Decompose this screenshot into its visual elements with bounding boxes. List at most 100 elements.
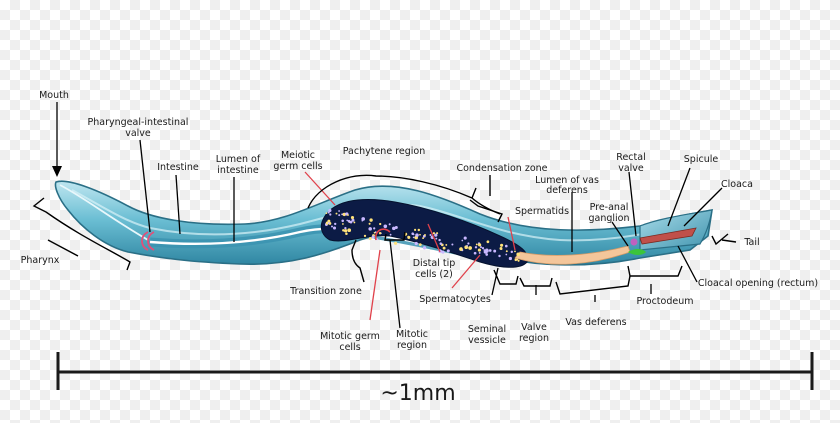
meiotic-pointer: [304, 171, 336, 206]
germ-cell-dot: [478, 243, 482, 247]
germ-cell-dot: [475, 243, 478, 246]
germ-cell-dot: [349, 220, 353, 224]
label-cloacal-opening: Cloacal opening (rectum): [698, 278, 818, 289]
germ-cell-dot: [483, 249, 486, 251]
germ-cell-dot: [500, 243, 504, 247]
label-pachytene: Pachytene region: [343, 146, 426, 157]
germ-cell-dot: [353, 221, 356, 224]
label-mitotic-region-1: Mitotic: [396, 329, 428, 340]
germ-cell-dot: [473, 251, 477, 255]
label-lumen-intestine-2: intestine: [217, 165, 259, 176]
germ-cell-dot: [368, 227, 372, 231]
germ-cell-dot: [441, 250, 445, 254]
germ-cell-dot: [327, 211, 330, 214]
germ-cell-dot: [369, 218, 373, 222]
label-pharynx: Pharynx: [21, 255, 60, 266]
germ-cell-dot: [477, 248, 481, 252]
scale-label: ~1mm: [380, 381, 455, 406]
germ-cell-dot: [432, 232, 436, 235]
label-valve-2: region: [519, 333, 549, 344]
condensation-bracket: [469, 199, 503, 223]
germ-cell-dot: [388, 223, 391, 226]
germ-cell-dot: [346, 219, 349, 222]
germ-cell-dot: [328, 208, 332, 213]
label-cloaca: Cloaca: [721, 179, 753, 190]
germ-cell-dot: [505, 253, 508, 256]
germ-cell-dot: [424, 234, 426, 236]
label-preanal-2: ganglion: [588, 213, 629, 224]
germ-cell-dot: [414, 241, 418, 246]
germ-cell-dot: [345, 232, 348, 236]
label-mouth: Mouth: [39, 90, 69, 101]
mitotic-germ-pointer: [369, 249, 381, 321]
germ-cell-dot: [371, 235, 375, 239]
label-intestine: Intestine: [157, 162, 199, 173]
label-lumen-vd-1: Lumen of vas: [535, 175, 599, 186]
germ-cell-dot: [484, 248, 489, 253]
label-mitotic-region-2: region: [397, 340, 427, 351]
germ-cell-dot: [412, 236, 415, 239]
germ-cell-dot: [468, 246, 472, 250]
rectal-valve-pointer: [628, 171, 637, 237]
germ-cell-dot: [389, 233, 392, 236]
germ-cell-dot: [393, 241, 398, 245]
germ-cell-dot: [325, 221, 329, 225]
germ-cell-dot: [342, 223, 344, 225]
label-distal-2: cells (2): [415, 269, 453, 280]
region-brackets: [32, 174, 737, 295]
vas-deferens-bracket: [555, 275, 631, 295]
germ-cell-dot: [434, 233, 438, 237]
rectal-valve-shape: [630, 238, 638, 246]
germ-cell-dot: [342, 212, 346, 217]
germ-cell-dot: [478, 251, 481, 254]
germ-cell-dot: [373, 231, 376, 234]
germ-cell-dot: [510, 250, 514, 254]
pharynx-bracket: [32, 197, 131, 271]
pharynx-lumen: [59, 184, 149, 241]
valve-bracket: [519, 277, 553, 287]
germ-cell-dot: [517, 259, 520, 262]
label-vas-deferens: Vas deferens: [565, 317, 626, 328]
gonad-dark-region: [320, 199, 529, 268]
germ-cell-dot: [417, 228, 421, 232]
label-mitotic-germ-2: cells: [339, 342, 360, 353]
germ-cell-dot: [407, 235, 410, 238]
label-condensation: Condensation zone: [456, 163, 547, 174]
germ-cell-dots: [324, 208, 521, 262]
mouth-arrowhead: [52, 166, 62, 177]
label-seminal-2: vessicle: [468, 335, 506, 346]
germ-cell-dot: [461, 239, 464, 242]
germ-cell-dot: [347, 219, 351, 223]
label-transition: Transition zone: [289, 286, 362, 297]
spermatids-pointer: [507, 216, 516, 251]
germ-cell-dot: [488, 249, 492, 252]
labels: Mouth Pharyngeal-intestinal valve Intest…: [21, 90, 818, 353]
label-proctodeum: Proctodeum: [637, 296, 694, 307]
germ-cell-dot: [466, 244, 468, 247]
gonad: [320, 199, 631, 268]
label-valve-1: Valve: [521, 322, 547, 333]
germ-cell-dot: [343, 229, 348, 233]
cloaca-pointer: [683, 187, 723, 227]
germ-cell-dot: [373, 227, 376, 230]
germ-cell-dot: [338, 214, 341, 217]
germ-cell-dot: [439, 242, 443, 245]
germ-cell-dot: [479, 246, 483, 249]
germ-cell-dot: [335, 212, 338, 215]
seminal-bracket: [493, 269, 519, 285]
germ-cell-dot: [414, 228, 417, 231]
spicule-shape: [639, 227, 697, 245]
label-tail: Tail: [743, 237, 759, 248]
germ-cell-dot: [383, 224, 388, 229]
germ-cell-dot: [341, 219, 344, 223]
germ-cell-dot: [514, 258, 518, 262]
label-meiotic-1: Meiotic: [281, 150, 315, 161]
germ-cell-dot: [331, 225, 333, 228]
proctodeum-bracket: [627, 265, 683, 277]
germ-cell-dot: [493, 249, 497, 253]
label-spermatids: Spermatids: [515, 206, 569, 217]
germ-cell-dot: [436, 232, 439, 235]
germ-cell-dot: [422, 237, 425, 240]
spermatocytes-pointer: [451, 254, 481, 289]
